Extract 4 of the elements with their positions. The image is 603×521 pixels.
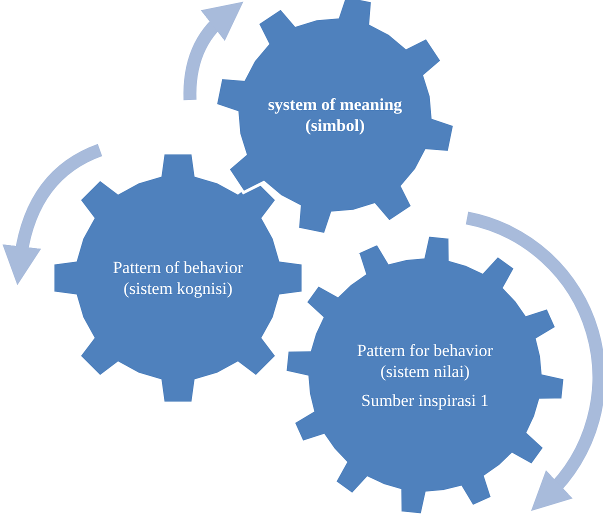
gear-note: Sumber inspirasi 1 bbox=[360, 390, 490, 410]
gear-label: Pattern for behavior (sistem nilai) bbox=[356, 340, 494, 382]
gear-label: system of meaning (simbol) bbox=[266, 94, 404, 136]
gear-label: Pattern of behavior (sistem kognisi) bbox=[112, 257, 244, 299]
